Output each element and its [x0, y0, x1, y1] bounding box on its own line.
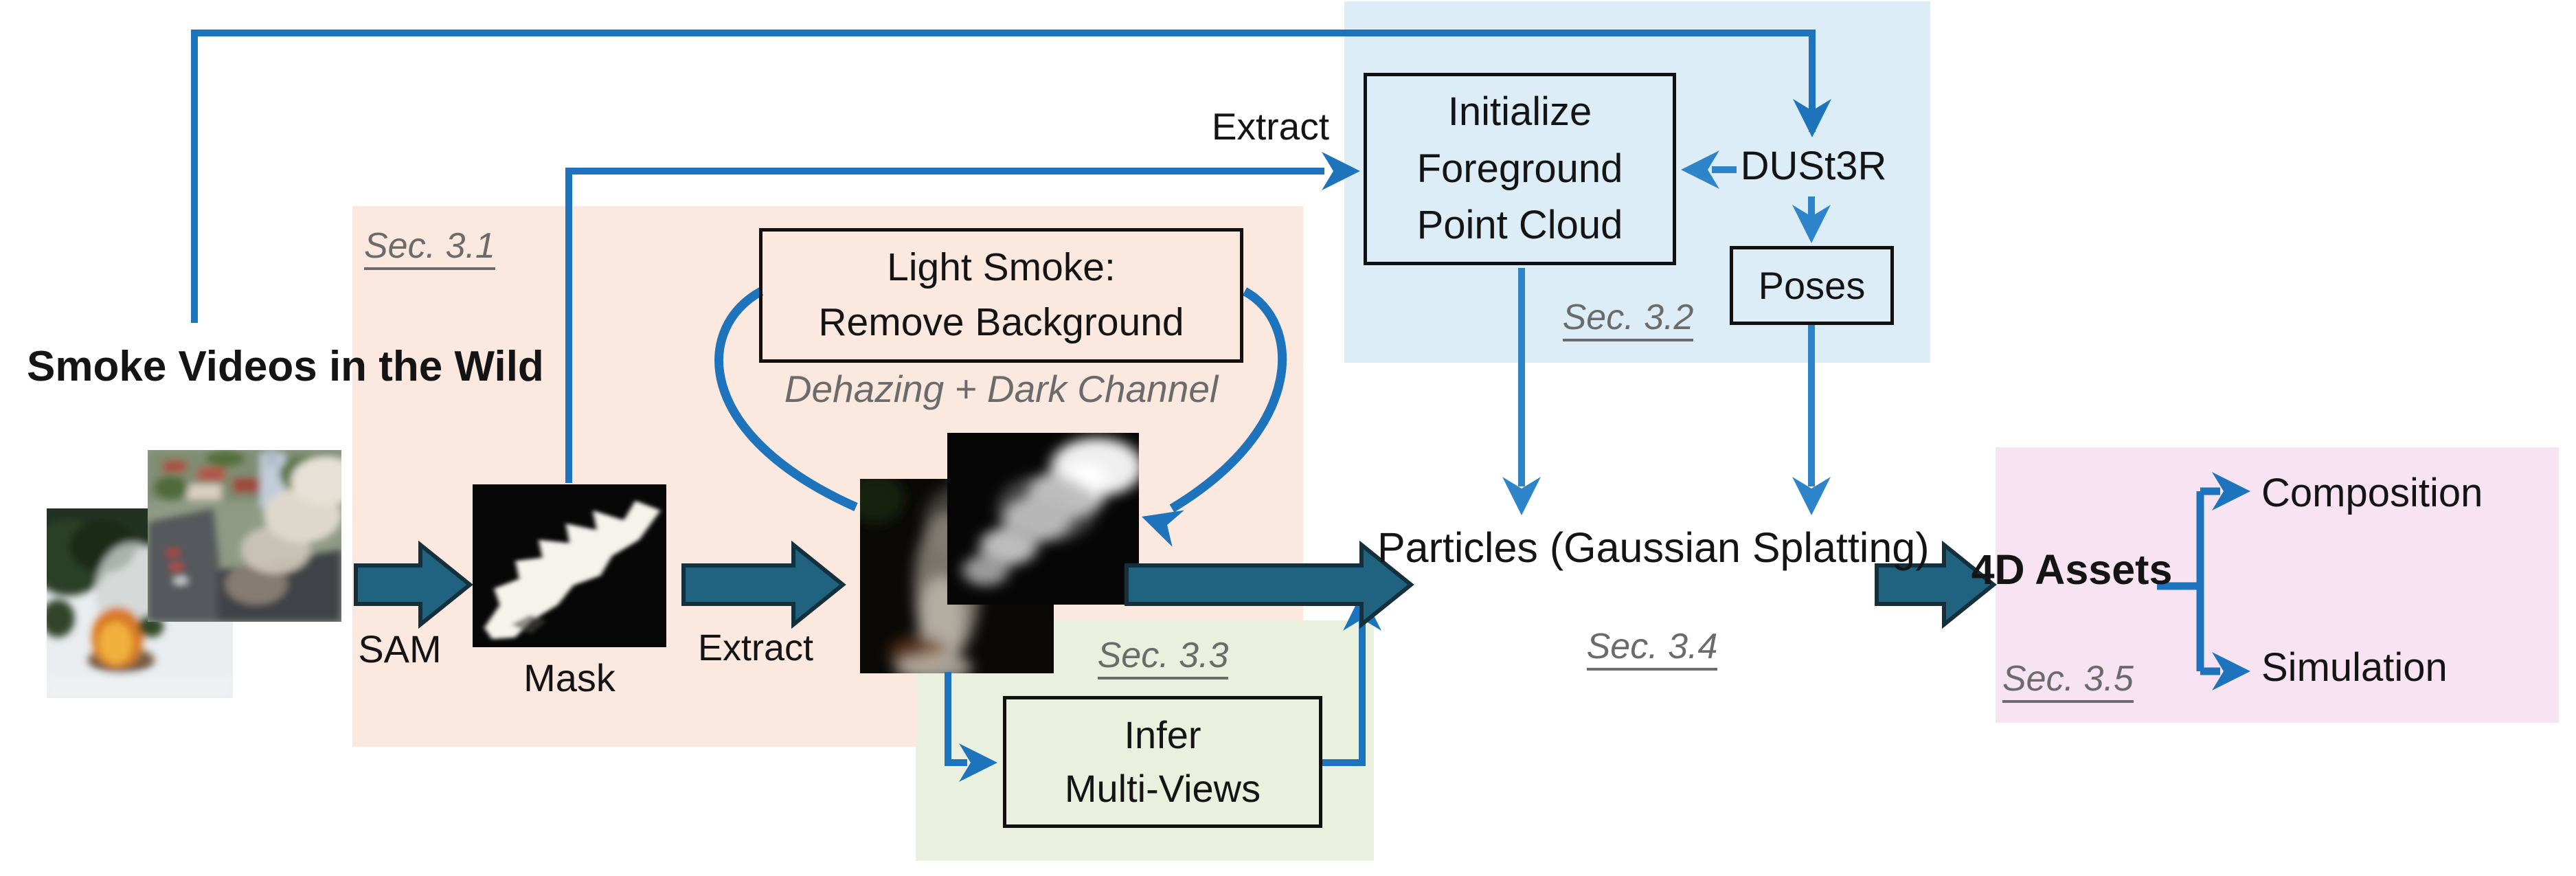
section-label-3-2: Sec. 3.2: [1525, 297, 1731, 342]
extract-top-text: Extract: [1211, 105, 1329, 148]
particles-line2: (Gaussian Splatting): [1549, 524, 1930, 571]
particles-line1: Particles: [1377, 524, 1538, 571]
light-smoke-box: Light Smoke: Remove Background: [759, 228, 1243, 363]
connector-infer-to-particles: [1322, 618, 1366, 766]
source-title-line1: Smoke Videos: [27, 343, 317, 390]
sam-label-text: SAM: [358, 627, 442, 671]
source-title: Smoke Videos in the Wild: [27, 342, 544, 391]
connector-videos-to-dust3r: [191, 30, 1816, 323]
background-removed-smoke-image: [947, 433, 1139, 605]
block-arrow-extract: [681, 540, 846, 629]
input-video-fire-image: [47, 508, 233, 698]
loop-arc-left: [714, 287, 858, 511]
fire-video-art: [47, 508, 233, 698]
assets-output-bracket: [2157, 487, 2220, 675]
infer-box-line1: Infer: [1124, 712, 1201, 756]
extract-bottom-text: Extract: [697, 627, 814, 669]
simulation-label: Simulation: [2261, 644, 2448, 690]
infer-multiviews-box: Infer Multi-Views: [1003, 696, 1322, 828]
sam-label: SAM: [331, 627, 468, 671]
arrowhead-mask-to-init: [1322, 152, 1360, 190]
section-3-4-text: Sec. 3.4: [1586, 627, 1718, 671]
mask-label-text: Mask: [523, 656, 615, 699]
extract-label-top: Extract: [1123, 104, 1329, 148]
block-arrow-to-particles: [1125, 540, 1414, 629]
smoke-matte-art: [947, 433, 1139, 605]
loop-arc-right: [1169, 287, 1287, 513]
segmentation-mask-image: [473, 484, 666, 647]
poses-box: Poses: [1730, 246, 1894, 325]
composition-label: Composition: [2261, 470, 2483, 516]
connector-smoke-to-infer: [945, 672, 967, 766]
dust3r-text: DUSt3R: [1740, 144, 1887, 188]
assets-line1: 4D: [1971, 546, 2025, 593]
dehazing-note-text: Dehazing + Dark Channel: [784, 368, 1219, 410]
section-panel-3-2: [1344, 1, 1930, 363]
dehazing-note: Dehazing + Dark Channel: [759, 367, 1243, 411]
city-video-art: [148, 450, 341, 622]
section-3-1-text: Sec. 3.1: [364, 226, 495, 271]
section-3-3-text: Sec. 3.3: [1097, 636, 1229, 680]
dust3r-label: DUSt3R: [1710, 143, 1917, 189]
section-panel-3-5: [1996, 447, 2559, 723]
section-3-5-text: Sec. 3.5: [2002, 659, 2134, 704]
composition-text: Composition: [2261, 471, 2483, 515]
light-smoke-box-line1: Light Smoke:: [887, 245, 1116, 290]
infer-box-line2: Multi-Views: [1064, 767, 1261, 810]
init-box-line1: Initialize: [1447, 89, 1592, 134]
section-3-2-text: Sec. 3.2: [1562, 297, 1694, 342]
section-label-3-4: Sec. 3.4: [1549, 627, 1755, 671]
extract-label-bottom: Extract: [653, 627, 859, 669]
connector-mask-to-init: [565, 168, 1324, 483]
poses-box-label: Poses: [1758, 264, 1866, 307]
section-label-3-1: Sec. 3.1: [364, 226, 495, 271]
mask-art: [473, 484, 666, 647]
block-arrow-sam: [354, 540, 473, 629]
simulation-text: Simulation: [2261, 645, 2448, 690]
light-smoke-box-line2: Remove Background: [818, 300, 1184, 344]
block-arrow-to-assets: [1875, 540, 1997, 629]
particles-label: Particles (Gaussian Splatting): [1377, 524, 1930, 571]
init-box-line2: Foreground: [1416, 146, 1623, 191]
section-label-3-3: Sec. 3.3: [1060, 636, 1266, 680]
source-title-line2: in the Wild: [328, 343, 544, 390]
assets-label: 4D Assets: [1969, 539, 2175, 600]
initialize-pointcloud-box: Initialize Foreground Point Cloud: [1364, 73, 1676, 265]
section-label-3-5: Sec. 3.5: [2002, 659, 2134, 704]
assets-line2: Assets: [2035, 546, 2173, 593]
input-video-city-image: [148, 450, 341, 622]
mask-label: Mask: [501, 655, 638, 700]
init-box-line3: Point Cloud: [1416, 203, 1623, 248]
